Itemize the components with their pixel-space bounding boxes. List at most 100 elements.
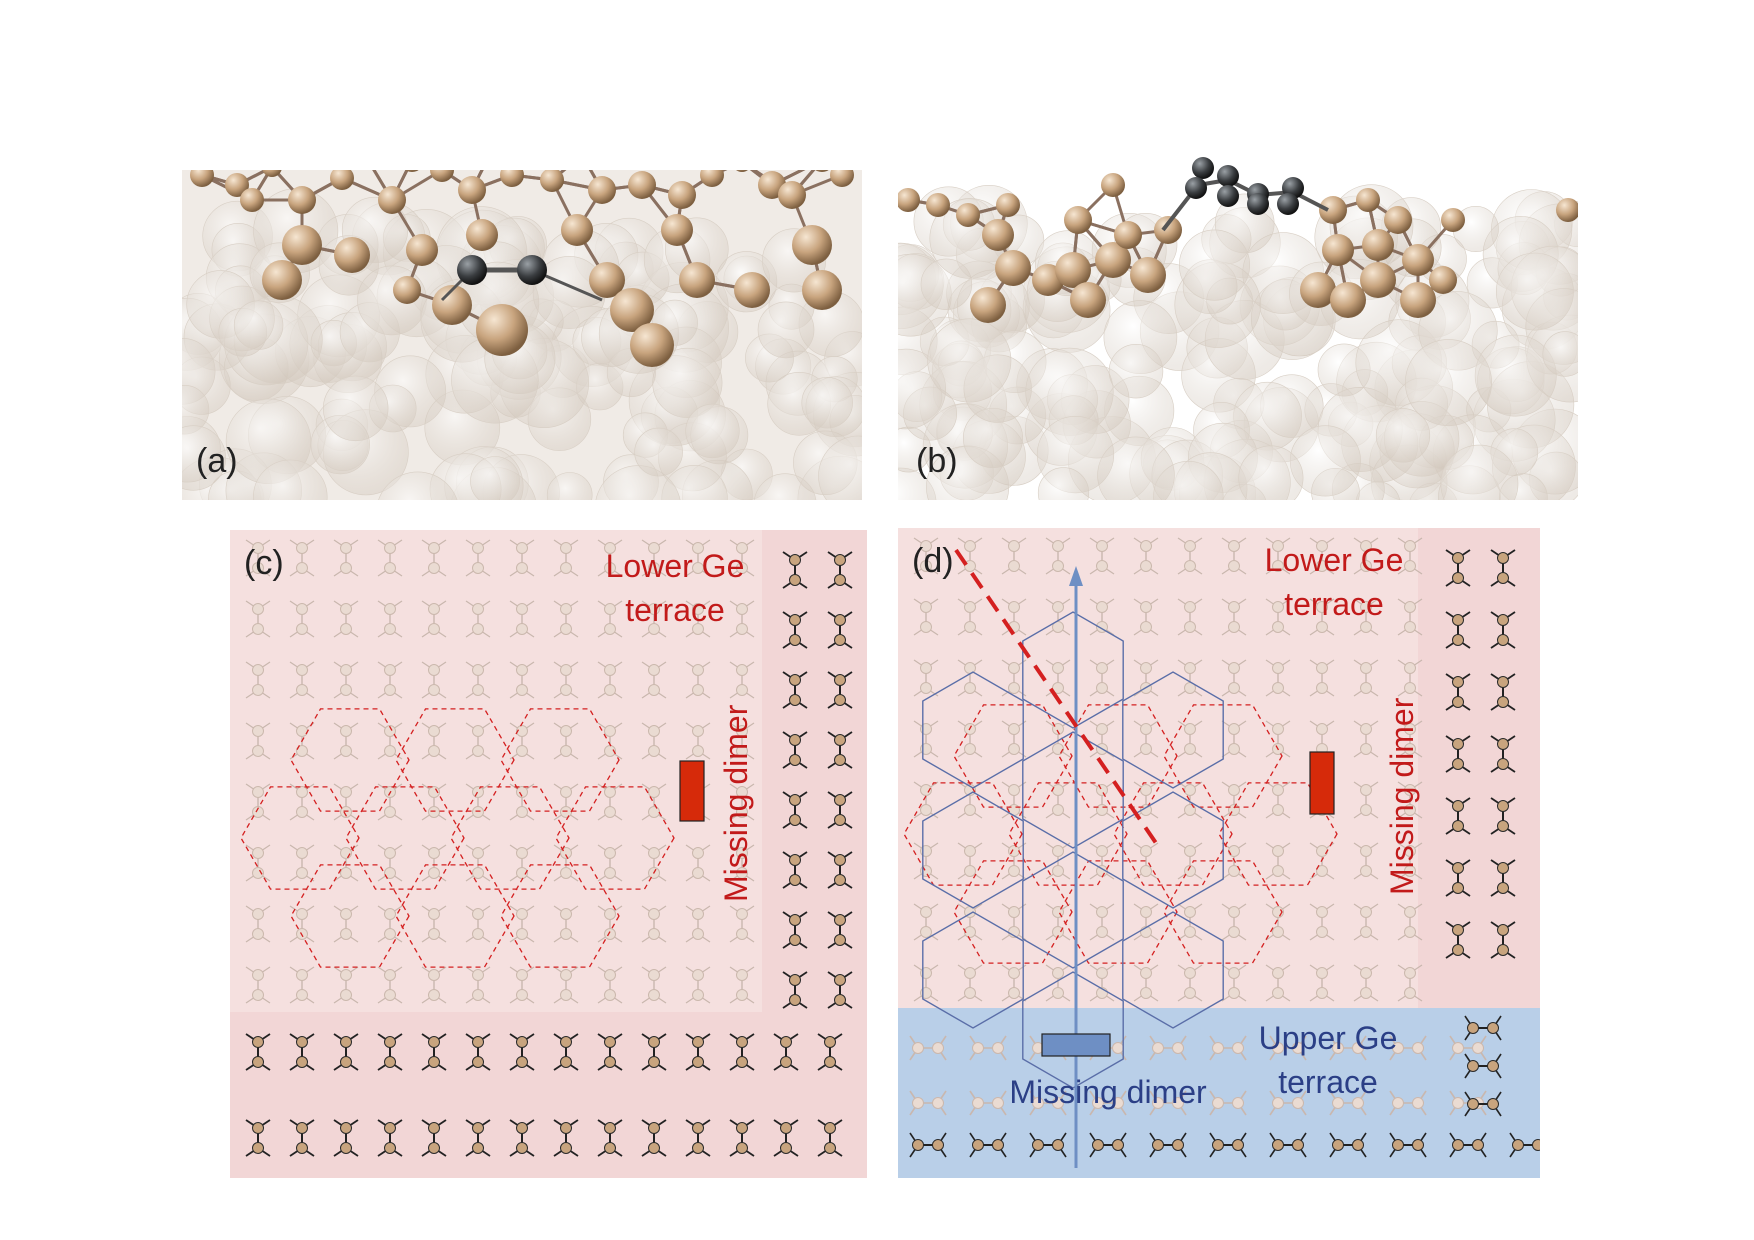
ge-atom [458, 176, 486, 204]
ge-dimer-faint [1177, 903, 1203, 941]
ge-dimer-faint [1001, 842, 1027, 880]
ge-dimer-faint [729, 905, 755, 943]
ge-dimer [1490, 859, 1516, 897]
ge-dimer-faint [377, 905, 403, 943]
ge-dimer-faint [685, 539, 711, 577]
lower-terrace-region [230, 530, 762, 1012]
ge-dimer-faint [957, 842, 983, 880]
ge-dimer-faint [245, 722, 271, 760]
ge-dimer-faint [1133, 537, 1159, 575]
ge-dimer-faint [289, 661, 315, 699]
ge-dimer-faint [1265, 598, 1291, 636]
ge-atom [466, 219, 498, 251]
ge-atom [430, 170, 454, 182]
ge-dimer-faint [1309, 659, 1335, 697]
ge-dimer-faint [597, 661, 623, 699]
ge-dimer-faint [957, 964, 983, 1002]
ge-dimer-faint [641, 600, 667, 638]
ge-dimer-faint [553, 905, 579, 943]
ge-dimer [245, 1033, 271, 1071]
ge-dimer [509, 1033, 535, 1071]
ge-atom [736, 170, 748, 172]
ge-dimer-faint [641, 539, 667, 577]
ge-dimer-faint [1265, 964, 1291, 1002]
ge-dimer [782, 551, 808, 589]
ge-atom [1400, 282, 1436, 318]
panel-d-missing-dimer-right-label: Missing dimer [1384, 697, 1420, 895]
ge-dimer [597, 1033, 623, 1071]
blue-hexagon [1122, 791, 1224, 909]
ge-dimer-faint [509, 905, 535, 943]
panel-d-lower-terrace-line1: Lower Ge [1264, 542, 1404, 578]
ge-dimer-faint [729, 844, 755, 882]
ge-atom [500, 170, 524, 187]
ge-dimer-faint [1309, 537, 1335, 575]
panel-b-structure [898, 157, 1578, 500]
ghost-atom [1375, 408, 1431, 463]
ge-dimer [1029, 1132, 1067, 1158]
ge-dimer-faint [1309, 842, 1335, 880]
ge-dimer [1490, 673, 1516, 711]
ge-dimer-faint [377, 600, 403, 638]
ge-dimer-faint [1397, 781, 1423, 819]
ge-dimer-faint [969, 1035, 1007, 1061]
ge-dimer-faint [597, 600, 623, 638]
ge-dimer-faint [729, 783, 755, 821]
blue-hexagon [922, 791, 1024, 909]
ge-dimer-faint [729, 722, 755, 760]
carbon-atom [1277, 193, 1299, 215]
panel-d-upper-terrace-line1: Upper Ge [1258, 1020, 1398, 1056]
ghost-atom [757, 301, 815, 359]
ge-dimer-faint [1353, 842, 1379, 880]
panel-b: (b) [898, 150, 1578, 500]
ge-atom [1322, 234, 1354, 266]
ge-dimer-faint [509, 600, 535, 638]
ge-dimer-faint [1389, 1035, 1427, 1061]
ge-atom [288, 186, 316, 214]
ge-dimer-faint [289, 905, 315, 943]
ge-dimer-faint [1221, 659, 1247, 697]
red-dashed-direction [954, 548, 1160, 848]
ge-dimer-faint [1045, 659, 1071, 697]
ge-dimer-faint [1133, 903, 1159, 941]
carbon-atom [1217, 165, 1239, 187]
ge-atom [1055, 252, 1091, 288]
ge-dimer [1445, 549, 1471, 587]
carbon-atom [1192, 157, 1214, 179]
ghost-atom [927, 318, 1012, 403]
ge-dimer-faint [1001, 659, 1027, 697]
ge-dimer-faint [465, 966, 491, 1004]
ge-dimer-faint [553, 966, 579, 1004]
ghost-atom [1496, 252, 1574, 331]
ge-atom [1154, 216, 1182, 244]
panel-a-label: (a) [196, 442, 238, 480]
ge-atom [540, 170, 564, 192]
ge-dimer-faint [1353, 720, 1379, 758]
ge-dimer-faint [1089, 1090, 1127, 1116]
ge-dimer [1445, 859, 1471, 897]
ge-atom [802, 270, 842, 310]
ge-dimer [421, 1033, 447, 1071]
ghost-atom [233, 300, 284, 350]
ge-dimer-faint [685, 600, 711, 638]
ge-atom [1070, 282, 1106, 318]
ge-dimer-faint [333, 661, 359, 699]
ge-dimer-faint [913, 598, 939, 636]
ge-dimer [1329, 1132, 1367, 1158]
ge-dimer-faint [553, 539, 579, 577]
ge-atom [982, 219, 1014, 251]
ge-atom [1330, 282, 1366, 318]
ge-dimer-faint [1329, 1035, 1367, 1061]
blue-hexagon [1122, 911, 1224, 1029]
missing-dimer-marker [679, 760, 705, 822]
ge-dimer-faint [1001, 903, 1027, 941]
ge-dimer-faint [1397, 842, 1423, 880]
ge-dimer-faint [421, 722, 447, 760]
ge-dimer [289, 1033, 315, 1071]
ge-dimer-faint [1397, 537, 1423, 575]
ge-dimer-faint [1209, 1090, 1247, 1116]
ghost-atom [1037, 467, 1090, 500]
ge-dimer-faint [685, 661, 711, 699]
ge-dimer-faint [641, 966, 667, 1004]
ge-dimer [729, 1119, 755, 1157]
